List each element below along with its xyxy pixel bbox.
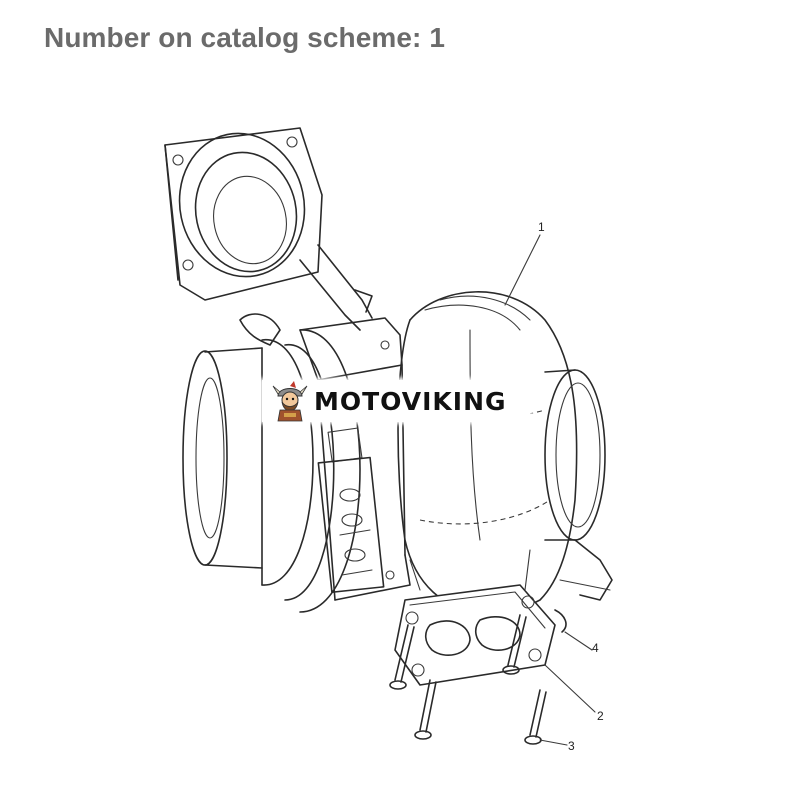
motoviking-watermark: MOTOVIKING	[262, 380, 530, 422]
page-title: Number on catalog scheme: 1	[44, 22, 446, 53]
exhaust-elbow	[164, 127, 373, 346]
callout-3: 3	[568, 739, 575, 753]
callout-1: 1	[538, 220, 545, 234]
callout-leaders	[504, 234, 596, 746]
compressor-housing	[397, 291, 613, 613]
bearing-housing	[299, 317, 411, 601]
callout-2: 2	[597, 709, 604, 723]
watermark-text: MOTOVIKING	[314, 386, 507, 416]
callout-4: 4	[592, 641, 599, 655]
mounting-gasket	[394, 584, 556, 686]
viking-mascot-icon	[272, 381, 308, 422]
